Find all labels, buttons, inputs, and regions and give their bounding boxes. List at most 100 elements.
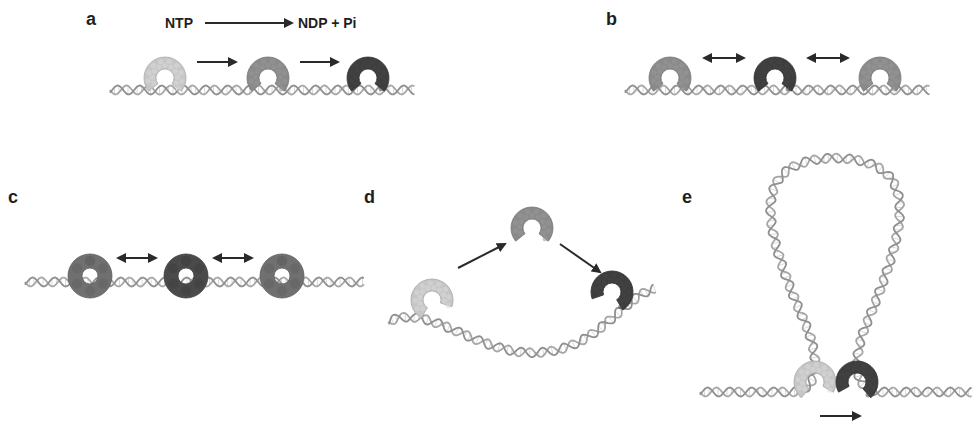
clamp-texture (877, 63, 882, 68)
clamp-texture (592, 286, 599, 293)
clamp-texture (179, 78, 184, 83)
clamp-texture (810, 367, 816, 373)
clamp-texture (861, 78, 866, 83)
clamp-texture (667, 63, 672, 68)
clamp-texture (174, 63, 179, 68)
clamp-body (144, 57, 186, 91)
clamp-texture (673, 64, 678, 69)
clamp-texture (868, 369, 874, 375)
clamp-texture (371, 64, 376, 69)
clamp-texture (785, 75, 790, 80)
clamp-texture (867, 69, 872, 74)
clamp-texture (768, 59, 773, 64)
clamp-texture (888, 69, 893, 74)
clamp-texture (655, 75, 660, 80)
base-pair (426, 316, 428, 324)
clamp-texture (871, 377, 877, 383)
ring-subunit (290, 264, 300, 274)
clamp-texture (255, 69, 260, 74)
clamp-texture (442, 286, 449, 293)
clamp-texture (417, 300, 424, 307)
clamp-texture (613, 277, 620, 284)
base-pair (853, 353, 861, 354)
dna-helix (625, 86, 930, 95)
clamp-texture (795, 377, 801, 383)
clamp-texture (800, 374, 806, 380)
clamp-texture (414, 305, 421, 312)
ring-subunit (72, 264, 82, 274)
clamp-texture (382, 70, 387, 75)
clamp-texture (174, 81, 179, 86)
reaction-label: NTP (165, 16, 193, 30)
clamp-texture (756, 78, 761, 83)
clamp-body (405, 273, 456, 319)
clamp-body (247, 57, 289, 91)
clamp-texture (651, 78, 656, 83)
clamp-texture (176, 86, 181, 91)
ring-subunit (277, 256, 287, 266)
clamp-texture (270, 59, 275, 64)
protein-clamp (247, 57, 289, 91)
clamp-texture (354, 63, 359, 68)
dna-layer (25, 86, 972, 397)
clamp-texture (805, 363, 811, 369)
clamp-texture (610, 272, 617, 279)
clamp-texture (377, 81, 382, 86)
clamp-texture (525, 209, 530, 214)
clamp-texture (379, 86, 384, 91)
clamp-texture (416, 294, 423, 301)
clamp-texture (842, 382, 848, 388)
clamp-body (859, 57, 901, 91)
clamp-texture (354, 81, 359, 86)
clamp-texture (861, 363, 867, 369)
clamp-texture (679, 63, 684, 68)
ring-subunit (264, 264, 274, 274)
clamp-body (511, 207, 553, 241)
base-pair (876, 289, 884, 292)
protein-clamp (791, 358, 838, 399)
clamp-texture (541, 213, 546, 218)
clamp-texture (862, 369, 868, 375)
clamp-texture (523, 214, 528, 219)
clamp-texture (829, 379, 835, 385)
clamp-texture (382, 78, 387, 83)
clamp-texture (761, 63, 766, 68)
clamp-texture (253, 75, 258, 80)
clamp-texture (894, 70, 899, 75)
clamp-texture (894, 78, 899, 83)
clamp-texture (821, 371, 827, 377)
clamp-texture (254, 81, 259, 86)
clamp-texture (420, 305, 427, 312)
clamp-texture (265, 63, 270, 68)
protein-clamp (859, 57, 901, 91)
clamp-texture (866, 374, 872, 380)
ring-subunit (194, 264, 204, 274)
clamp-texture (376, 69, 381, 74)
clamp-texture (845, 371, 851, 377)
clamp-texture (624, 281, 631, 288)
ring-subunit (168, 264, 178, 274)
clamp-texture (784, 81, 789, 86)
motion-arrow (197, 61, 236, 63)
clamp-texture (436, 287, 443, 294)
ring-subunit (168, 279, 178, 289)
clamp-texture (871, 64, 876, 69)
ring-subunit (194, 279, 204, 289)
clamp-body (791, 358, 838, 399)
motion-arrow (458, 244, 505, 268)
ring-subunit (98, 264, 108, 274)
clamp-texture (783, 69, 788, 74)
protein-clamp (588, 265, 639, 312)
clamp-texture (866, 63, 871, 68)
clamp-texture (882, 59, 887, 64)
clamp-texture (419, 283, 426, 290)
clamp-texture (254, 63, 259, 68)
protein-clamp (754, 57, 796, 91)
clamp-texture (821, 365, 827, 371)
motion-arrow (205, 22, 292, 24)
clamp-texture (601, 279, 608, 286)
clamp-texture (657, 69, 662, 74)
reaction-label: NDP + Pi (298, 16, 357, 30)
ring-subunit (181, 256, 191, 266)
ring-subunit (85, 286, 95, 296)
